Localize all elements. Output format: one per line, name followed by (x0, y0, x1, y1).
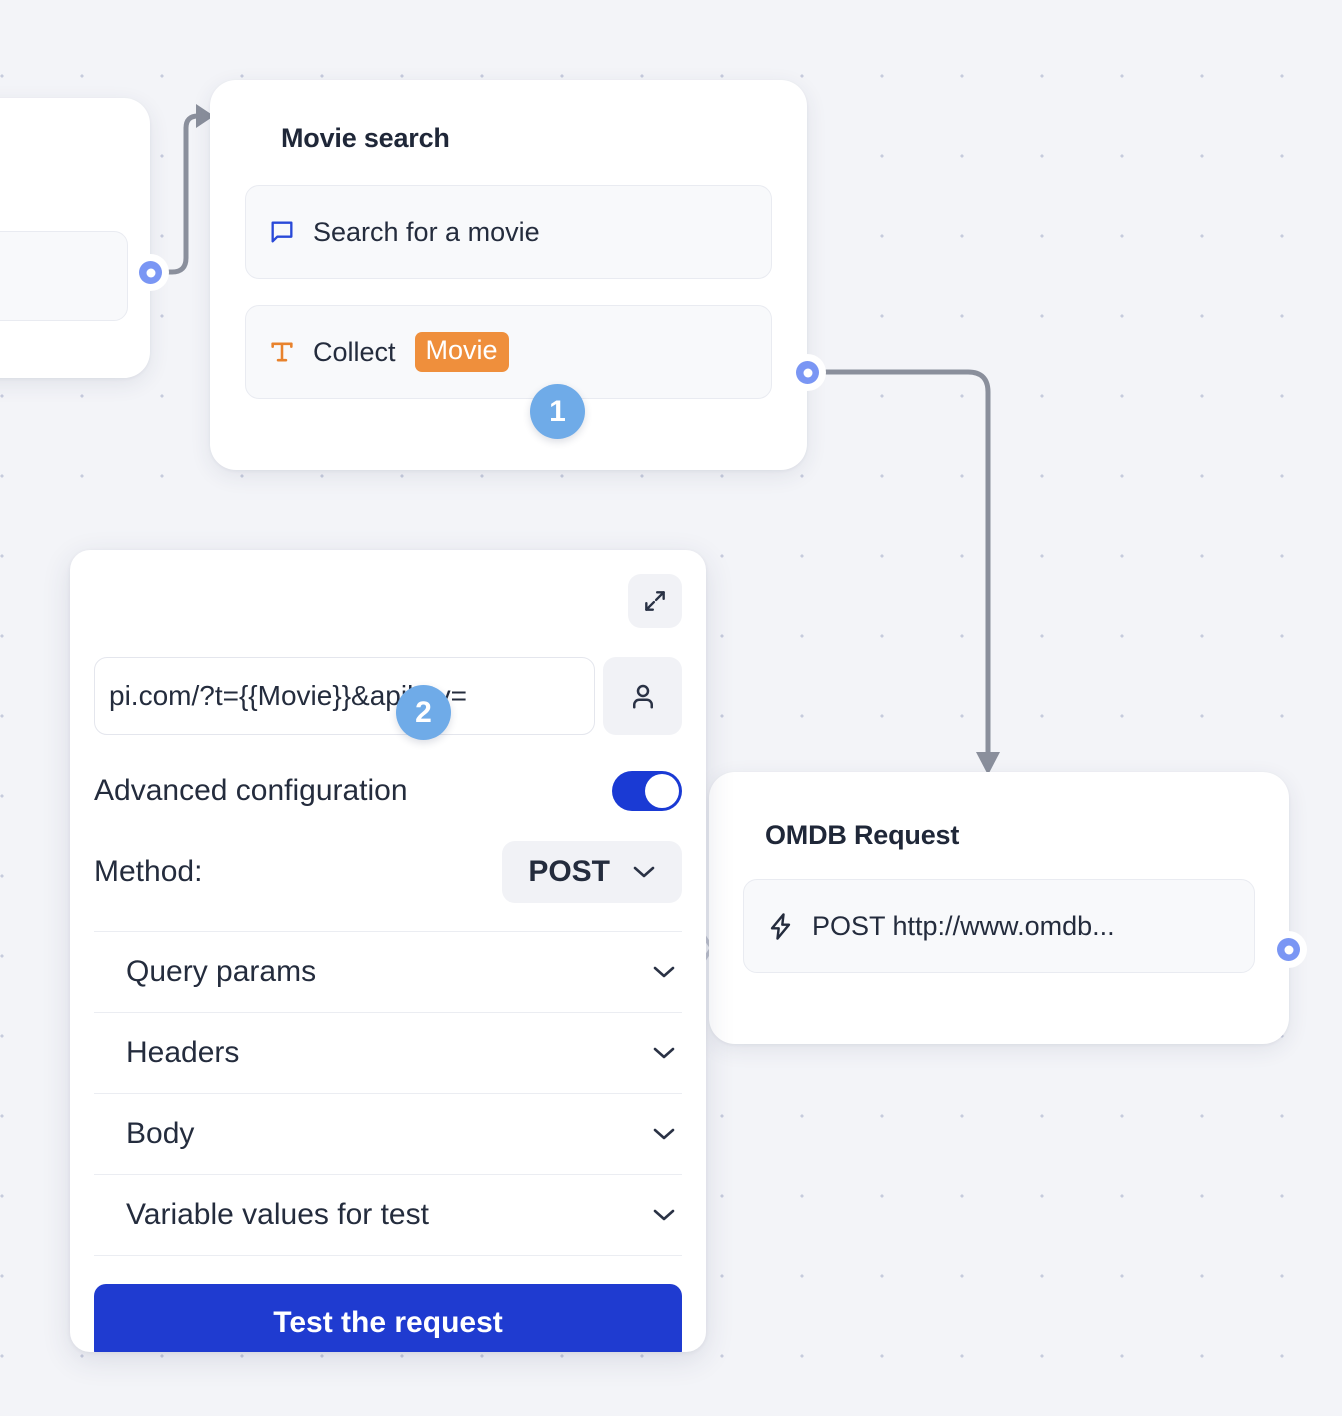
lightning-bolt-icon (766, 912, 795, 941)
node-movie-search-title: Movie search (281, 123, 450, 153)
step-badge-1: 1 (530, 384, 585, 439)
request-config-panel[interactable]: pi.com/?t={{Movie}}&apikey= Advanced con… (70, 550, 706, 1352)
accordion-query-params[interactable]: Query params (94, 932, 682, 1013)
request-url-input[interactable]: pi.com/?t={{Movie}}&apikey= (94, 657, 595, 735)
advanced-configuration-toggle[interactable] (612, 771, 682, 811)
panel-topbar (94, 574, 682, 628)
node-omdb-request[interactable]: OMDB Request POST http://www.omdb... (709, 772, 1289, 1044)
node-previous-row[interactable] (0, 231, 128, 321)
test-the-request-button[interactable]: Test the request (94, 1284, 682, 1352)
accordion-body[interactable]: Body (94, 1094, 682, 1175)
step-badge-2: 2 (396, 685, 451, 740)
node-row-label: Collect (313, 336, 396, 367)
chevron-down-icon (653, 1209, 675, 1221)
variable-tag-movie[interactable]: Movie (414, 332, 509, 372)
node-row-omdb-post[interactable]: POST http://www.omdb... (743, 879, 1255, 973)
node-movie-search[interactable]: Movie search Search for a movie Collect (210, 80, 807, 470)
handle-movie-search-output[interactable] (796, 361, 819, 384)
method-select-value: POST (528, 855, 610, 888)
method-select[interactable]: POST (502, 841, 682, 903)
advanced-configuration-row: Advanced configuration (94, 771, 682, 811)
chevron-down-icon (633, 866, 655, 878)
accordion-headers[interactable]: Headers (94, 1013, 682, 1094)
chevron-down-icon (653, 1047, 675, 1059)
chevron-down-icon (653, 1128, 675, 1140)
node-row-label: POST http://www.omdb... (812, 910, 1115, 941)
chevron-down-icon (653, 966, 675, 978)
node-row-search-for-a-movie[interactable]: Search for a movie (245, 185, 772, 279)
method-label: Method: (94, 855, 203, 888)
node-row-label: Search for a movie (313, 216, 540, 247)
person-icon[interactable] (603, 657, 682, 735)
chat-bubble-icon (268, 218, 296, 246)
accordion-label: Headers (126, 1036, 240, 1069)
node-row-collect-movie[interactable]: Collect Movie (245, 305, 772, 399)
edge-movie-to-omdb (823, 369, 991, 755)
node-previous-card[interactable] (0, 98, 150, 378)
advanced-configuration-label: Advanced configuration (94, 774, 408, 807)
text-t-icon (268, 338, 296, 366)
toggle-knob (645, 774, 679, 808)
method-row: Method: POST (94, 841, 682, 932)
handle-omdb-request-output[interactable] (1277, 938, 1300, 961)
accordion-variable-values-for-test[interactable]: Variable values for test (94, 1175, 682, 1256)
handle-previous-output[interactable] (139, 261, 162, 284)
accordion-label: Query params (126, 955, 317, 988)
node-omdb-request-title: OMDB Request (765, 820, 960, 850)
edge-prev-to-movie (160, 113, 203, 275)
accordion-label: Body (126, 1117, 195, 1150)
expand-diagonal-icon[interactable] (628, 574, 682, 628)
url-row: pi.com/?t={{Movie}}&apikey= (94, 657, 682, 735)
accordion-label: Variable values for test (126, 1198, 429, 1231)
